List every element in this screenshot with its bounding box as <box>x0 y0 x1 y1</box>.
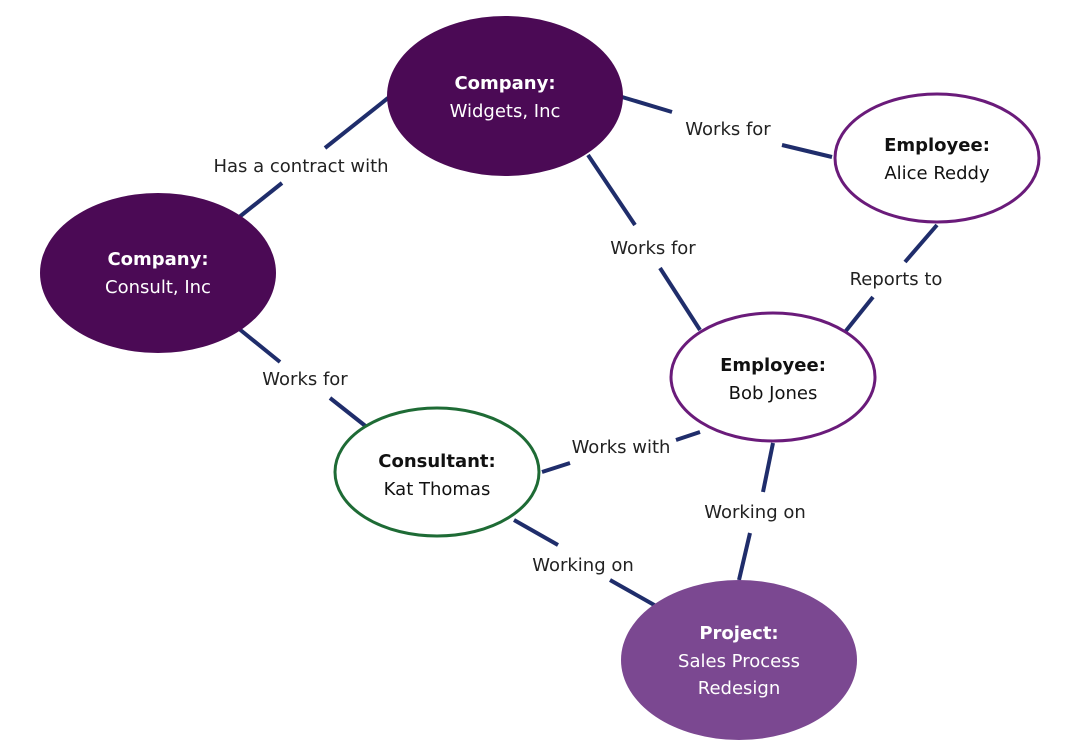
node-shape-widgets <box>387 16 623 176</box>
edge-kat-bob-left <box>541 461 571 474</box>
node-type-project: Project: <box>699 623 778 644</box>
node-shape-bob <box>669 311 877 443</box>
edge-label-kat-working-on: Working on <box>532 555 634 576</box>
node-shape-alice <box>833 92 1041 224</box>
node-name-bob: Bob Jones <box>729 383 818 404</box>
edge-bob-project-lower <box>737 532 752 581</box>
node-type-bob: Employee: <box>720 355 826 376</box>
node-type-alice: Employee: <box>884 135 990 156</box>
node-company-widgets: Company: Widgets, Inc <box>387 16 623 176</box>
node-employee-bob: Employee: Bob Jones <box>669 311 877 443</box>
edge-label-bob-working-on: Working on <box>704 502 806 523</box>
node-shape-consult <box>40 193 276 353</box>
node-company-consult: Company: Consult, Inc <box>40 193 276 353</box>
node-type-consult: Company: <box>107 249 208 270</box>
edge-bob-widgets-upper <box>586 153 637 227</box>
node-type-widgets: Company: <box>454 73 555 94</box>
edge-bob-project-upper <box>761 442 775 493</box>
edge-consult-widgets-lower <box>236 181 284 220</box>
node-shape-kat <box>333 406 541 538</box>
edge-bob-alice-lower <box>843 295 875 334</box>
edge-kat-project-lower <box>609 578 657 608</box>
edge-label-kat-works-for: Works for <box>262 369 348 390</box>
node-shape-project <box>621 580 857 740</box>
edge-kat-consult-lower <box>328 396 370 430</box>
node-employee-alice: Employee: Alice Reddy <box>833 92 1041 224</box>
edge-kat-bob-right <box>675 430 701 442</box>
edge-alice-widgets-left <box>621 95 673 114</box>
edge-kat-consult-upper <box>236 326 282 364</box>
edge-label-has-contract-with: Has a contract with <box>213 156 388 177</box>
nodes: Company: Widgets, Inc Company: Consult, … <box>40 16 1041 740</box>
node-name-project-line2: Redesign <box>698 678 781 699</box>
edge-bob-alice-upper <box>903 223 939 264</box>
edge-label-bob-works-for: Works for <box>610 238 696 259</box>
node-type-kat: Consultant: <box>378 451 495 472</box>
node-name-widgets: Widgets, Inc <box>450 101 561 122</box>
node-name-project-line1: Sales Process <box>678 651 800 672</box>
edge-bob-widgets-lower <box>658 266 702 332</box>
edge-consult-widgets-upper <box>323 96 390 150</box>
node-project-sales: Project: Sales Process Redesign <box>621 580 857 740</box>
edge-label-reports-to: Reports to <box>850 269 943 290</box>
node-name-alice: Alice Reddy <box>884 163 990 184</box>
edge-label-alice-works-for: Works for <box>685 119 771 140</box>
edge-alice-widgets-right <box>781 143 833 159</box>
node-name-consult: Consult, Inc <box>105 277 211 298</box>
edge-kat-project-upper <box>513 518 559 547</box>
node-name-kat: Kat Thomas <box>384 479 491 500</box>
edge-label-works-with: Works with <box>572 437 671 458</box>
edges: Has a contract with Works for Works for … <box>213 95 943 608</box>
node-consultant-kat: Consultant: Kat Thomas <box>333 406 541 538</box>
